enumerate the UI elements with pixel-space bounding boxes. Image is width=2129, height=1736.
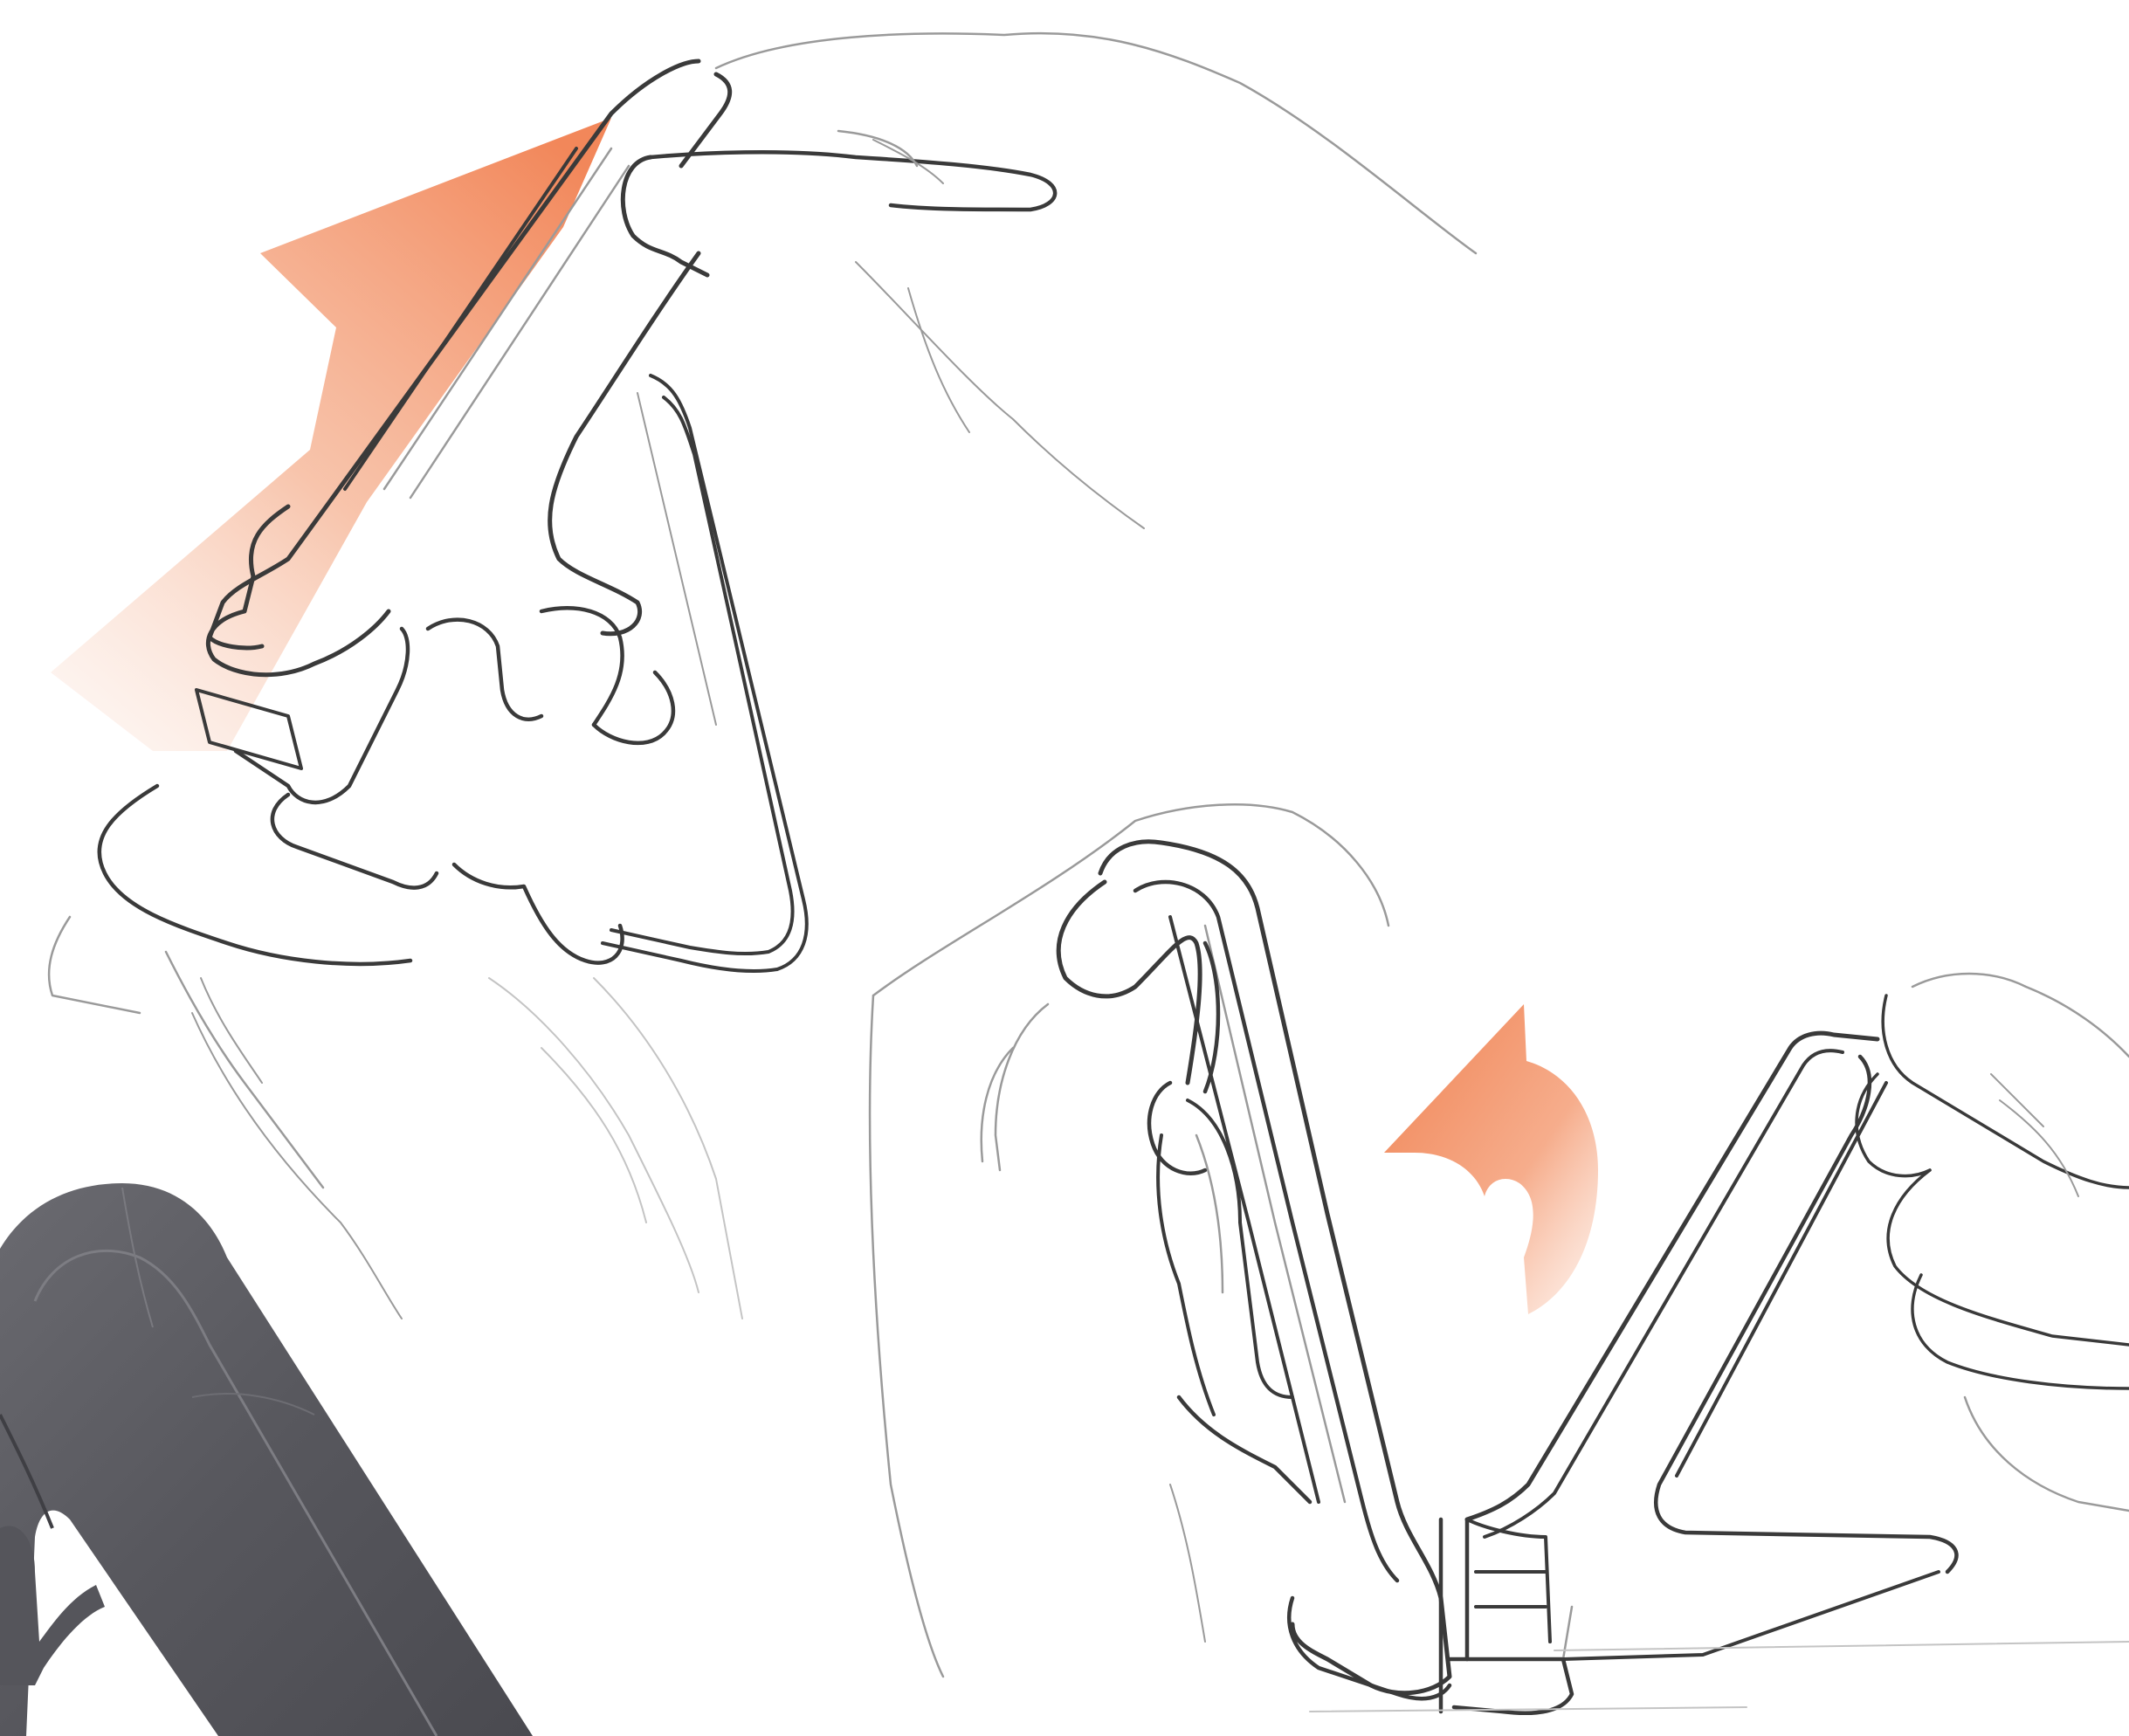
- rendered-handle: [0, 1183, 533, 1736]
- handle-sketch-top: [49, 33, 1476, 1319]
- handle-sketch-bottom: [870, 804, 2129, 1713]
- rotate-arrow-icon: [1384, 1004, 1598, 1314]
